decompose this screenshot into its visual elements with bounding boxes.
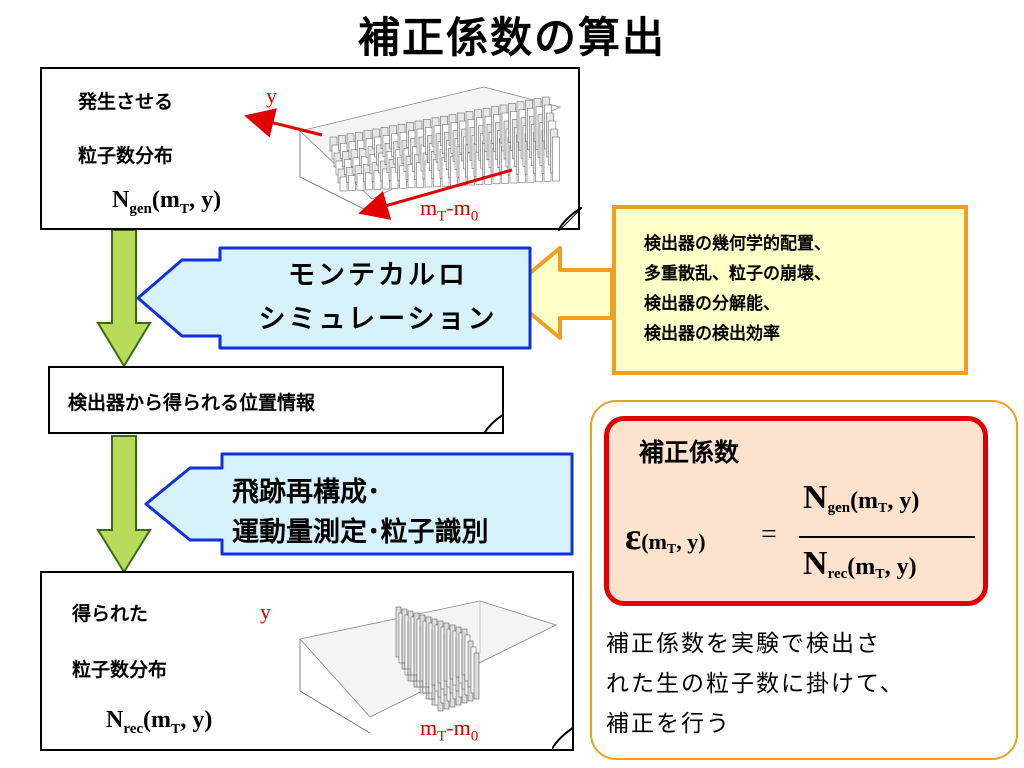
correction-lhs: ε(mT, y) — [625, 516, 706, 558]
gen-bar — [373, 170, 382, 190]
factors-line4: 検出器の検出効率 — [644, 324, 780, 344]
correction-description-line2: れた生の粒子数に掛けて、 — [606, 671, 905, 697]
folded-corner-icon — [552, 727, 574, 749]
rec-bar — [473, 652, 480, 700]
green-down-arrow-2 — [96, 435, 152, 574]
folded-corner-icon — [484, 414, 504, 434]
monte-carlo-line2: シミュレーション — [258, 304, 498, 335]
correction-heading: 補正係数 — [639, 438, 740, 467]
fraction-bar — [799, 536, 975, 538]
detector-factors-box: 検出器の幾何学的配置、 多重散乱、粒子の崩壊、 検出器の分解能、 検出器の検出効… — [612, 205, 968, 375]
rec-label-line1: 得られた — [72, 603, 149, 625]
correction-denominator: Nrec(mT, y) — [803, 545, 917, 583]
gen-label-line1: 発生させる — [78, 91, 174, 113]
factors-line2: 多重散乱、粒子の崩壊、 — [644, 264, 831, 284]
generated-distribution-box: 発生させる 粒子数分布 Ngen(mT, y) y mT-m0 — [40, 67, 582, 231]
monte-carlo-arrow — [136, 246, 532, 350]
gen-bar — [365, 171, 373, 191]
folded-corner-icon — [558, 207, 582, 231]
correction-numerator: Ngen(mT, y) — [803, 479, 920, 517]
gen-plot-svg — [299, 86, 562, 213]
gen-bar — [339, 176, 348, 192]
equals-sign: = — [761, 519, 777, 550]
yellow-left-arrow — [504, 246, 614, 340]
gen-label-line2: 粒子数分布 — [78, 145, 174, 167]
rec-axis-x-label: mT-m0 — [420, 715, 479, 745]
gen-axis-x-label: mT-m0 — [420, 195, 479, 225]
rec-axis-y-label: y — [260, 599, 271, 624]
position-info-label: 検出器から得られる位置情報 — [68, 392, 316, 414]
gen-bar — [552, 136, 560, 182]
correction-description-line3: 補正を行う — [606, 711, 731, 737]
correction-formula-box: 補正係数 ε(mT, y) = Ngen(mT, y) Nrec(mT, y) — [604, 416, 988, 606]
gen-bar — [348, 175, 356, 191]
gen-axis-y-label: y — [266, 83, 277, 108]
position-info-box: 検出器から得られる位置情報 — [48, 366, 504, 434]
factors-line1: 検出器の幾何学的配置、 — [644, 234, 831, 254]
correction-description-line1: 補正係数を実験で検出さ — [606, 631, 881, 657]
reconstruction-line1: 飛跡再構成･ — [232, 477, 381, 508]
reconstruction-line2: 運動量測定･粒子識別 — [232, 517, 489, 548]
page-title: 補正係数の算出 — [357, 13, 666, 62]
reconstructed-distribution-box: 得られた 粒子数分布 Nrec(mT, y) y mT-m0 — [40, 571, 574, 751]
rec-label-line2: 粒子数分布 — [72, 659, 168, 681]
monte-carlo-line1: モンテカルロ — [288, 260, 468, 291]
rec-histogram-plot — [270, 587, 562, 737]
green-down-arrow-1 — [96, 229, 152, 368]
gen-bar — [356, 173, 365, 191]
gen-histogram-plot — [270, 79, 570, 213]
rec-formula: Nrec(mT, y) — [106, 707, 213, 737]
factors-line3: 検出器の分解能、 — [644, 294, 780, 314]
gen-formula: Ngen(mT, y) — [112, 187, 222, 217]
correction-panel: 補正係数 ε(mT, y) = Ngen(mT, y) Nrec(mT, y) … — [590, 400, 1018, 760]
reconstruction-arrow — [144, 452, 574, 556]
rec-plot-svg — [299, 600, 558, 734]
